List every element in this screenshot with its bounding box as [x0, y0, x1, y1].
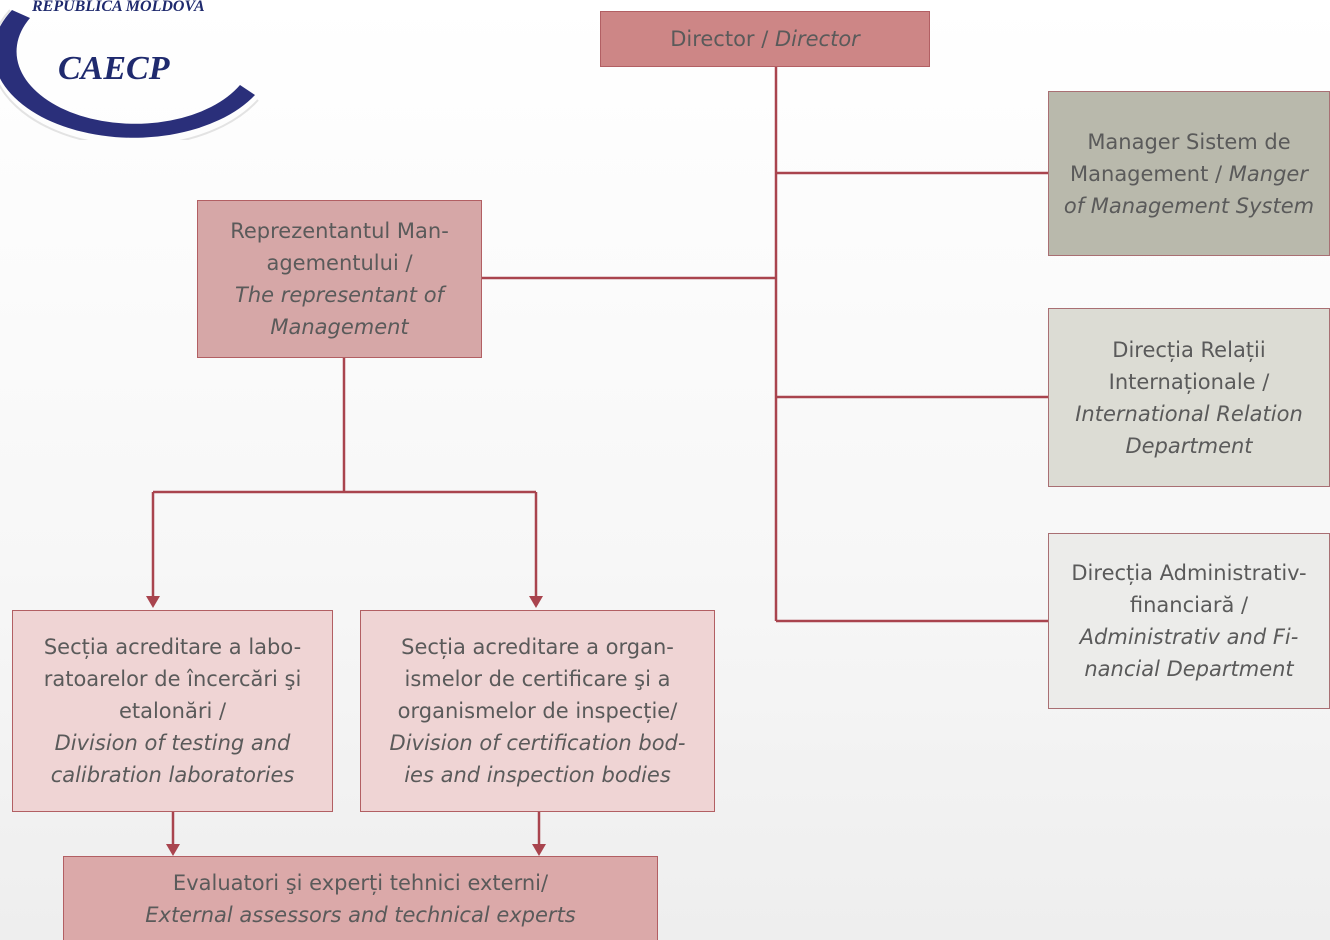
international-en: International Relation Department — [1075, 401, 1303, 458]
manager-system-box: Manager Sistem de Management / Manger of… — [1048, 91, 1330, 256]
manager-system-ro: Manager Sistem de Management / — [1070, 129, 1291, 186]
labs-division-box: Secția acreditare a labo-ratoarelor de î… — [12, 610, 333, 812]
management-rep-en: The representant of Management — [235, 283, 444, 339]
labs-division-ro: Secția acreditare a labo-ratoarelor de î… — [43, 635, 302, 723]
director-en: Director — [774, 27, 860, 51]
arrowhead-assessors-left — [166, 844, 180, 856]
logo-acronym: CAECP — [58, 50, 170, 87]
management-rep-box: Reprezentantul Man-agementului / The rep… — [197, 200, 482, 358]
assessors-en: External assessors and technical experts — [145, 902, 576, 927]
director-ro: Director / — [670, 27, 775, 51]
manager-system-en: Manger of Management System — [1063, 161, 1315, 218]
administrative-box: Direcția Administrativ-financiară / Admi… — [1048, 533, 1330, 709]
cert-division-ro: Secția acreditare a organ-ismelor de cer… — [397, 635, 678, 723]
arrowhead-cert — [529, 596, 543, 608]
administrative-ro: Direcția Administrativ-financiară / — [1071, 561, 1307, 617]
arrowhead-labs — [146, 596, 160, 608]
caecp-logo: REPUBLICA MOLDOVA CAECP — [0, 0, 259, 140]
labs-division-en: Division of testing and calibration labo… — [50, 731, 295, 787]
assessors-box: Evaluatori şi experți tehnici externi/ E… — [63, 856, 658, 940]
assessors-ro: Evaluatori şi experți tehnici externi/ — [172, 870, 549, 895]
director-box: Director / Director — [600, 11, 930, 67]
cert-division-box: Secția acreditare a organ-ismelor de cer… — [360, 610, 715, 812]
logo-country: REPUBLICA MOLDOVA — [31, 0, 205, 15]
administrative-en: Administrativ and Fi-nancial Department — [1079, 625, 1299, 681]
international-box: Direcția Relații Internaționale / Intern… — [1048, 308, 1330, 487]
international-ro: Direcția Relații Internaționale / — [1108, 337, 1270, 394]
arrowhead-assessors-right — [532, 844, 546, 856]
cert-division-en: Division of certification bod-ies and in… — [389, 731, 686, 787]
management-rep-ro: Reprezentantul Man-agementului / — [230, 219, 449, 275]
